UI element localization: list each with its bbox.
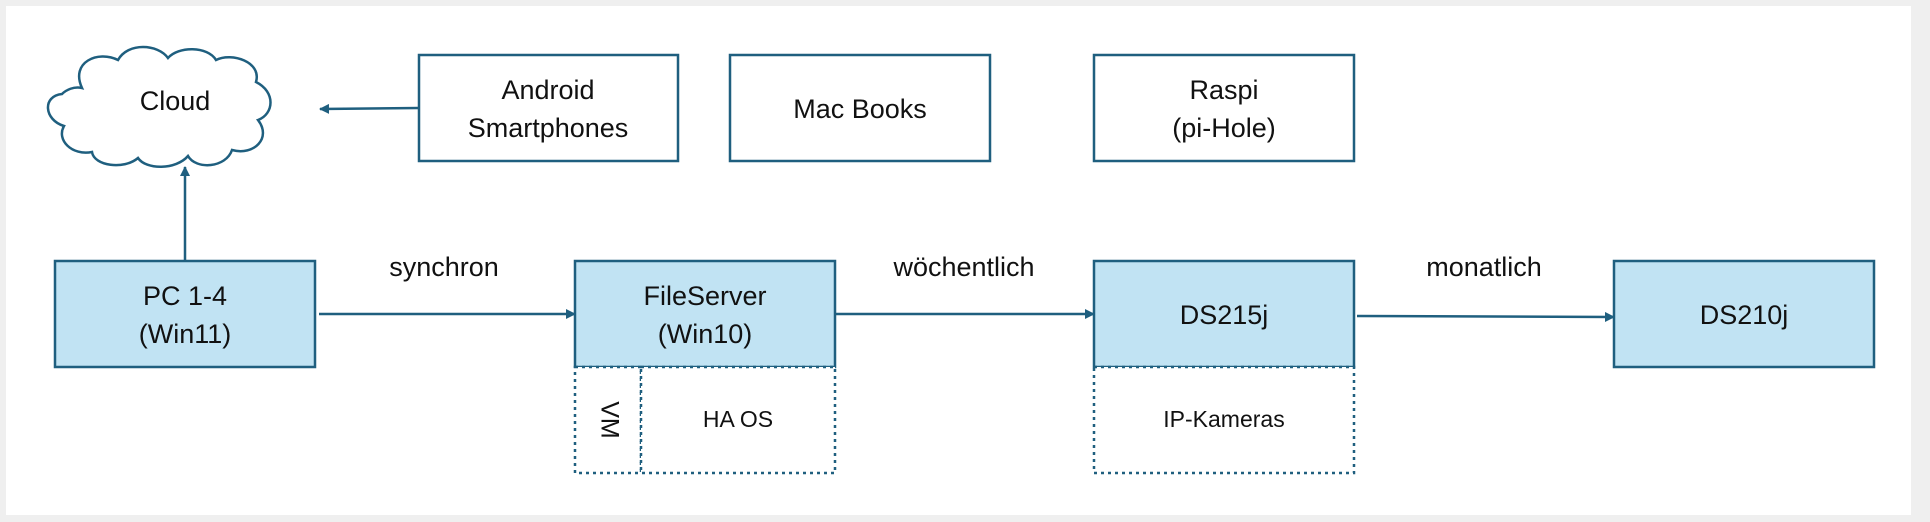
raspi-label-line1: Raspi bbox=[1189, 75, 1258, 105]
ipcams-box bbox=[1092, 365, 1356, 475]
raspi-label-line2: (pi-Hole) bbox=[1172, 113, 1276, 143]
ipcams-node: IP-Kameras bbox=[1092, 365, 1356, 475]
arrow-ds215j-to-ds210j bbox=[1356, 311, 1615, 322]
fileserver-node: FileServer (Win10) bbox=[573, 259, 837, 369]
android-box bbox=[417, 53, 680, 163]
raspi-box bbox=[1092, 53, 1356, 163]
ds215j-label: DS215j bbox=[1180, 300, 1269, 330]
android-label-line2: Smartphones bbox=[468, 113, 629, 143]
macbooks-box bbox=[728, 53, 992, 163]
android-node: Android Smartphones bbox=[417, 53, 680, 163]
cloud-node: Cloud bbox=[46, 45, 272, 168]
haos-box bbox=[639, 365, 837, 475]
ds215j-node: DS215j bbox=[1092, 259, 1356, 369]
android-label-line1: Android bbox=[501, 75, 594, 105]
ds210j-label: DS210j bbox=[1700, 300, 1789, 330]
edge-label-monatlich: monatlich bbox=[1426, 252, 1542, 282]
pc-node: PC 1-4 (Win11) bbox=[53, 259, 317, 369]
vm-box bbox=[573, 365, 643, 475]
macbooks-label: Mac Books bbox=[793, 94, 927, 124]
edge-label-woechentlich: wöchentlich bbox=[892, 252, 1034, 282]
fileserver-label-line1: FileServer bbox=[643, 281, 766, 311]
macbooks-node: Mac Books bbox=[728, 53, 992, 163]
arrow-android-to-cloud bbox=[319, 103, 420, 114]
fileserver-label-line2: (Win10) bbox=[658, 319, 753, 349]
pc-label-line1: PC 1-4 bbox=[143, 281, 227, 311]
pc-box bbox=[53, 259, 317, 369]
ds210j-box bbox=[1612, 259, 1876, 369]
ds210j-node: DS210j bbox=[1612, 259, 1876, 369]
haos-node: HA OS bbox=[639, 365, 837, 475]
vm-node: VM bbox=[573, 365, 643, 475]
ipcams-label: IP-Kameras bbox=[1163, 406, 1284, 432]
haos-label: HA OS bbox=[703, 406, 773, 432]
cloud-label: Cloud bbox=[140, 86, 211, 116]
vm-label: VM bbox=[595, 401, 623, 439]
fileserver-box bbox=[573, 259, 837, 369]
raspi-node: Raspi (pi-Hole) bbox=[1092, 53, 1356, 163]
pc-label-line2: (Win11) bbox=[139, 319, 232, 349]
edge-label-synchron: synchron bbox=[389, 252, 499, 282]
cloud-shape bbox=[46, 45, 272, 168]
